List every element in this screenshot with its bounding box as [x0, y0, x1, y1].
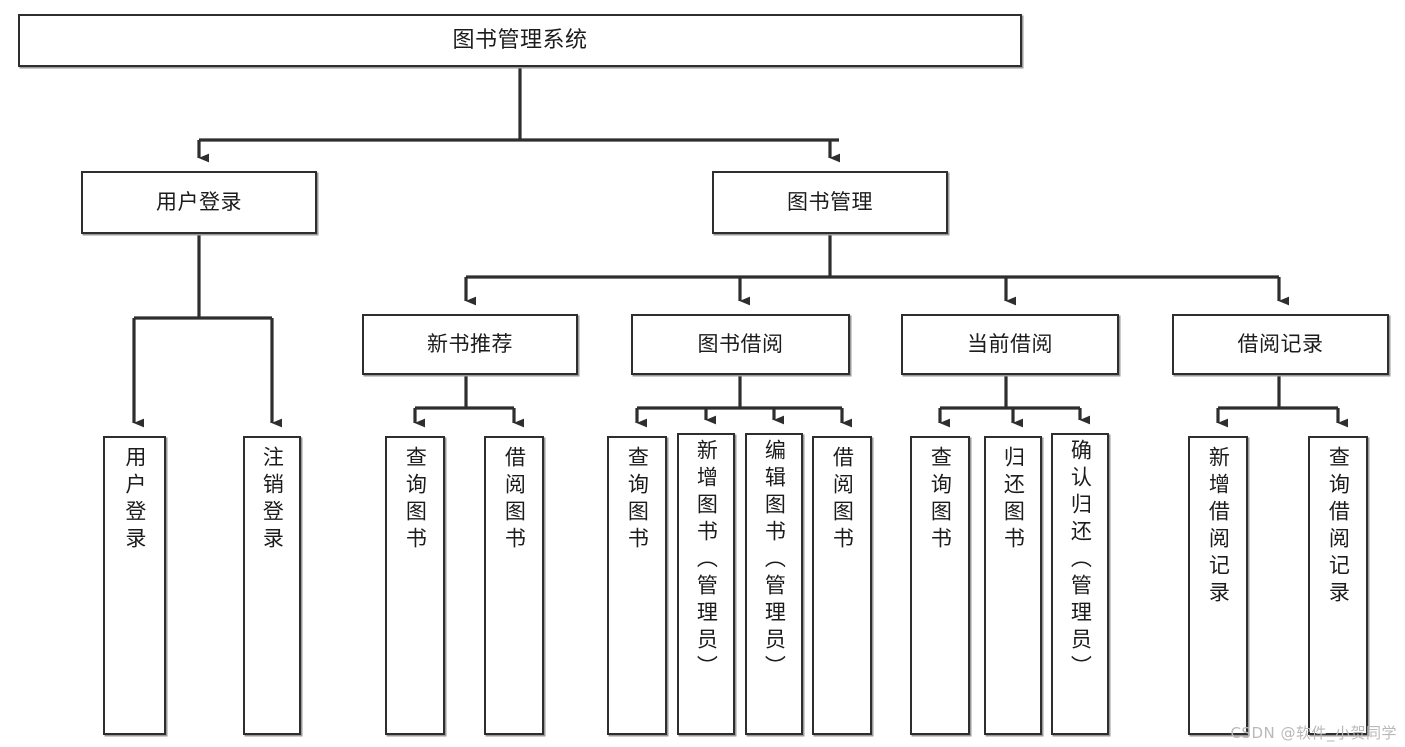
leaf-confirm-return-admin[interactable]: 确认归还（管理员）: [1051, 433, 1109, 735]
node-label: 编辑图书（管理员）: [762, 439, 787, 682]
node-label: 查询图书: [928, 446, 953, 554]
node-book-management[interactable]: 图书管理: [712, 171, 948, 234]
node-label: 新增图书（管理员）: [694, 439, 719, 682]
node-label: 用户登录: [156, 190, 242, 215]
node-label: 归还图书: [1001, 446, 1026, 554]
node-label: 借阅图书: [502, 446, 527, 554]
node-label: 图书管理: [787, 190, 873, 215]
node-label: 注销登录: [260, 446, 285, 554]
node-label: 确认归还（管理员）: [1068, 439, 1093, 682]
node-current-borrowing[interactable]: 当前借阅: [901, 314, 1119, 375]
node-label: 新书推荐: [427, 332, 513, 357]
node-label: 当前借阅: [967, 332, 1053, 357]
node-label: 借阅图书: [830, 446, 855, 554]
node-label: 图书借阅: [697, 332, 784, 357]
leaf-borrow-book-newbook[interactable]: 借阅图书: [484, 436, 544, 735]
leaf-query-book-borrowing[interactable]: 查询图书: [607, 436, 667, 735]
leaf-query-borrow-record[interactable]: 查询借阅记录: [1308, 436, 1368, 735]
leaf-add-borrow-record[interactable]: 新增借阅记录: [1188, 436, 1248, 735]
leaf-user-logout[interactable]: 注销登录: [243, 436, 301, 735]
node-new-book-recommendation[interactable]: 新书推荐: [362, 314, 578, 375]
leaf-user-login[interactable]: 用户登录: [103, 436, 166, 735]
node-label: 查询图书: [403, 446, 428, 554]
node-borrowing-record[interactable]: 借阅记录: [1172, 314, 1389, 375]
node-label: 查询借阅记录: [1326, 446, 1351, 608]
leaf-query-book-current[interactable]: 查询图书: [910, 436, 970, 735]
node-user-login[interactable]: 用户登录: [81, 171, 317, 234]
node-label: 借阅记录: [1237, 332, 1324, 357]
node-label: 新增借阅记录: [1206, 446, 1231, 608]
leaf-query-book-newbook[interactable]: 查询图书: [385, 436, 445, 735]
leaf-add-book-admin[interactable]: 新增图书（管理员）: [677, 433, 735, 735]
node-label: 用户登录: [122, 446, 147, 554]
leaf-edit-book-admin[interactable]: 编辑图书（管理员）: [745, 433, 803, 735]
node-root-system[interactable]: 图书管理系统: [18, 14, 1022, 67]
leaf-return-book[interactable]: 归还图书: [984, 436, 1042, 735]
node-label: 查询图书: [625, 446, 650, 554]
leaf-lend-book-borrowing[interactable]: 借阅图书: [812, 436, 872, 735]
node-label: 图书管理系统: [452, 27, 588, 53]
node-book-borrowing[interactable]: 图书借阅: [631, 314, 850, 375]
